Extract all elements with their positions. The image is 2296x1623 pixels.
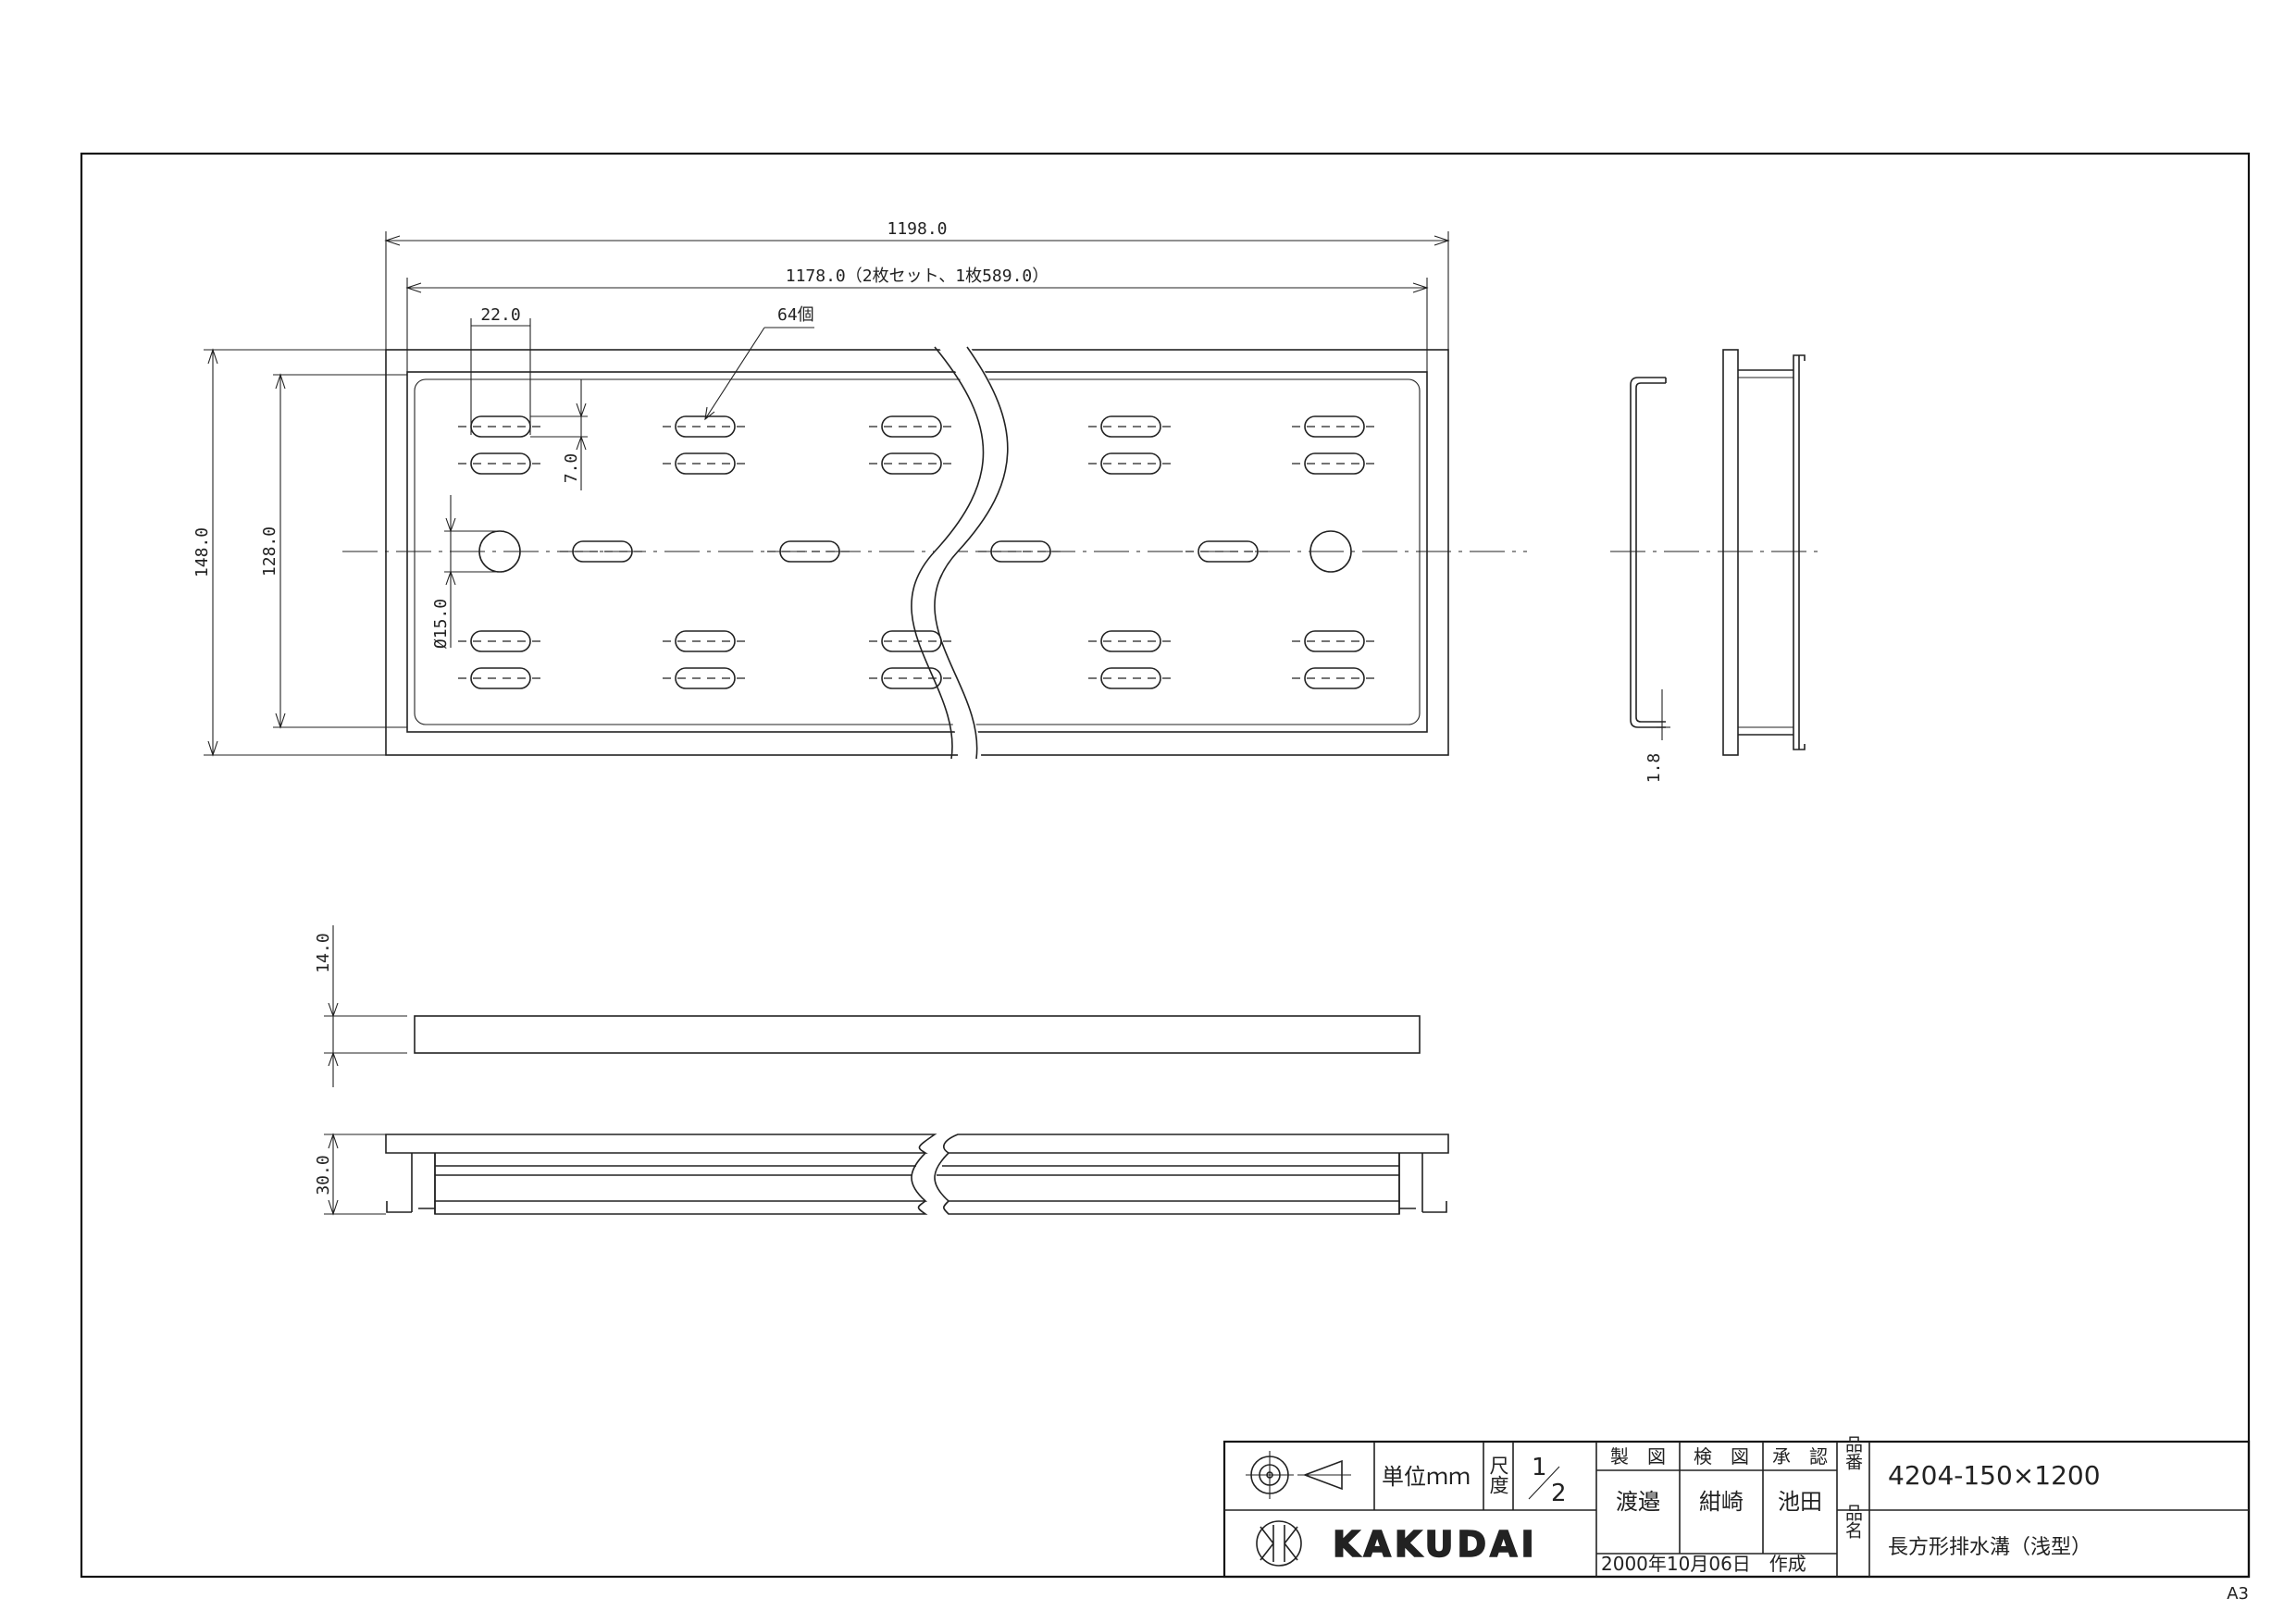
drainage-slot [881,667,942,689]
sheet-border [80,152,2251,1579]
break-gap-fill [912,342,1008,763]
drainage-slot [1100,452,1161,475]
front-elevation-view: 30.0 [314,1133,1449,1216]
dim-outer-width: 148.0 [192,527,212,577]
creation-date: 2000年10月06日 作成 [1601,1553,1806,1575]
frame-outer-outline [385,349,1449,756]
plan-dimensions: 1198.0 1178.0（2枚セット、1枚589.0） 22.0 64個 7.… [192,219,1450,757]
drainage-slot [1100,667,1161,689]
drainage-slot [470,452,531,475]
drainage-slot [1100,415,1161,438]
drawn-header: 製 図 [1610,1445,1666,1468]
center-slot [990,540,1051,563]
kakudai-logo-icon [1256,1520,1302,1567]
break-line-left [911,346,985,760]
plan-view [342,342,1527,763]
dim-inner-width: 128.0 [260,527,279,576]
dim-frame-height: 30.0 [314,1155,333,1195]
sheet-size-label: A3 [2227,1584,2249,1604]
scale-label: 尺度 [1487,1456,1509,1494]
dim-wall-thickness: 1.8 [1644,753,1664,784]
dim-hole-count: 64個 [777,305,814,325]
approved-by: 池田 [1778,1489,1822,1515]
approved-header: 承 認 [1772,1445,1828,1468]
projection-symbol-icon [1246,1451,1351,1499]
drainage-slot [1304,415,1365,438]
dim-plate-length: 1178.0（2枚セット、1枚589.0） [786,266,1049,286]
checked-header: 検 図 [1694,1445,1749,1468]
drainage-slot [881,452,942,475]
scale-numerator: 1 [1532,1454,1547,1481]
part-name: 長方形排水溝（浅型） [1888,1536,2091,1559]
checked-by: 紺崎 [1699,1489,1744,1515]
center-slot [572,540,633,563]
drainage-slot [470,630,531,652]
part-number: 4204-150×1200 [1888,1460,2101,1491]
drainage-slot [675,452,736,475]
break-line-right [934,346,1009,760]
drainage-slot [470,667,531,689]
drainage-slot [881,415,942,438]
drainage-slot [881,630,942,652]
dim-overall-length: 1198.0 [887,219,947,239]
dim-slot-width: 7.0 [562,453,581,484]
brand-logo-text: KAKUDAI [1333,1524,1538,1565]
title-block: 単位ｍｍ 尺度 1 2 製 図 検 図 承 認 渡邉 紺崎 池田 2000年10… [1222,1435,2251,1579]
side-section-view: 1.8 [1610,349,1818,784]
dim-hole-diameter: Ø15.0 [431,599,451,649]
dim-slot-length: 22.0 [480,305,520,325]
unit-label: 単位ｍｍ [1382,1464,1471,1490]
drainage-slot [1100,630,1161,652]
drainage-slots [458,415,1377,689]
drawn-by: 渡邉 [1616,1489,1660,1515]
drainage-slot [675,667,736,689]
drainage-slot [1304,452,1365,475]
plate-edge-view: 14.0 [314,925,1421,1087]
center-slot [1198,540,1259,563]
drainage-slot [1304,630,1365,652]
center-slot [779,540,840,563]
drainage-slot [1304,667,1365,689]
mounting-hole-right [1309,530,1352,573]
dim-plate-thickness: 14.0 [314,933,333,973]
part-name-label: 品名 [1843,1504,1863,1539]
part-no-label: 品番 [1843,1435,1863,1470]
scale-denominator: 2 [1551,1480,1567,1507]
drainage-slot [675,630,736,652]
